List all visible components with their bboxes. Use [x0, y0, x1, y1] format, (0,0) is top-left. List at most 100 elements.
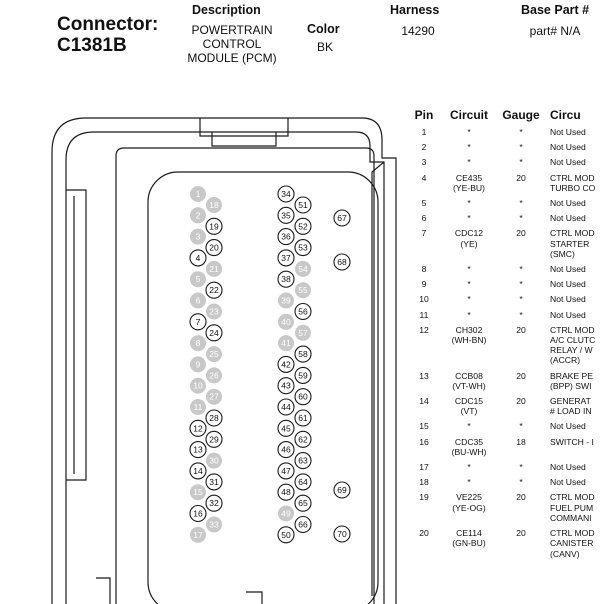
pin-cavity-unused	[206, 260, 222, 277]
pin-number-label: 33	[209, 520, 219, 530]
pin-cavity-area	[147, 171, 379, 604]
pin-number-label: 36	[281, 232, 291, 242]
pin-number-label: 35	[281, 210, 291, 220]
pin-55: 55	[295, 282, 311, 299]
pin-number-label: 9	[196, 359, 201, 369]
pin-47: 47	[277, 462, 295, 480]
pin-number-label: 26	[209, 370, 219, 380]
pin-cavity-used	[294, 217, 312, 235]
pin-63: 63	[294, 452, 312, 470]
connector-label: Connector:	[57, 14, 159, 35]
circuit-description: BRAKE PE (BPP) SWI	[550, 370, 593, 391]
pin-cavity-used	[333, 525, 351, 543]
pin-cavity-used	[294, 345, 312, 363]
pin-cavity-unused	[278, 335, 294, 352]
pin-cavity-unused	[190, 356, 206, 373]
pin-row: 6**Not Used	[408, 212, 604, 227]
circuit-code: *	[467, 477, 471, 488]
pin-10: 10	[190, 377, 206, 394]
pin-cavity-unused	[206, 346, 222, 363]
wire-gauge: *	[519, 264, 523, 275]
pin-number-label: 57	[298, 328, 308, 338]
pin-number: 9	[421, 279, 427, 290]
pin-number-label: 66	[298, 520, 308, 530]
wire-gauge: *	[519, 421, 523, 432]
circuit-description: CTRL MOD FUEL PUM COMMANI	[550, 492, 595, 523]
pin-33: 33	[206, 516, 222, 533]
pin-number: 14	[419, 396, 429, 407]
pin-number-label: 29	[209, 434, 219, 444]
pin-number: 7	[421, 228, 427, 239]
pin-cavity-used	[277, 526, 295, 544]
circuit-code: *	[467, 294, 471, 305]
circuit-code: *	[467, 421, 471, 432]
circuit-code: *	[467, 264, 471, 275]
pin-cavity-used	[189, 419, 207, 437]
pin-row: 18**Not Used	[408, 476, 604, 491]
pin-number: 13	[419, 370, 429, 381]
pin-34: 34	[277, 185, 295, 203]
pin-table-header-row: Pin Circuit Gauge Circu	[408, 108, 604, 126]
col-header-description: Circu	[550, 108, 581, 122]
pin-row: 17**Not Used	[408, 461, 604, 476]
pin-number-label: 64	[298, 477, 308, 487]
circuit-code: *	[467, 127, 471, 137]
pin-21: 21	[206, 260, 222, 277]
pin-5: 5	[190, 271, 206, 288]
pin-number-label: 19	[209, 221, 219, 231]
pin-number: 19	[419, 492, 429, 503]
circuit-code: CCB08 (VT-WH)	[452, 370, 486, 391]
pin-row: 3**Not Used	[408, 156, 604, 171]
pin-number-label: 22	[209, 285, 219, 295]
pin-cavity-unused	[295, 324, 311, 341]
pin-number-label: 47	[281, 466, 291, 476]
pin-cavity-used	[205, 494, 223, 512]
col-header-gauge: Gauge	[502, 108, 540, 122]
color-label: Color	[307, 22, 340, 36]
pin-number-label: 37	[281, 253, 291, 263]
pin-64: 64	[294, 473, 312, 491]
pin-cavity-used	[189, 313, 207, 331]
pin-number-label: 45	[281, 423, 291, 433]
pin-number: 8	[421, 264, 427, 275]
pin-48: 48	[277, 483, 295, 501]
pin-41: 41	[278, 335, 294, 352]
pin-cavity-used	[277, 441, 295, 459]
pin-66: 66	[294, 515, 312, 534]
pin-cavity-unused	[206, 388, 222, 405]
pin-number-label: 34	[281, 189, 291, 199]
wire-gauge: 20	[516, 324, 526, 335]
pin-cavity-unused	[278, 313, 294, 330]
wire-gauge: *	[519, 477, 523, 488]
pin-1: 1	[190, 186, 206, 202]
pin-30: 30	[206, 452, 222, 469]
pin-45: 45	[277, 419, 295, 437]
circuit-code: CDC35 (BU-WH)	[451, 436, 487, 457]
circuit-description: Not Used	[550, 421, 586, 432]
pin-31: 31	[205, 473, 223, 491]
pin-53: 53	[294, 239, 312, 257]
circuit-code: *	[467, 198, 471, 209]
base-part-label: Base Part #	[521, 3, 590, 17]
pin-69: 69	[333, 481, 351, 499]
pin-number-label: 49	[281, 509, 291, 519]
pin-number-label: 13	[193, 445, 203, 455]
circuit-code: *	[467, 142, 471, 153]
pin-62: 62	[294, 430, 312, 448]
pin-row: 10**Not Used	[408, 293, 604, 308]
pin-8: 8	[190, 335, 206, 352]
col-header-circuit: Circuit	[449, 108, 488, 122]
pin-67: 67	[333, 209, 351, 227]
wire-gauge: *	[519, 198, 523, 209]
pin-number-label: 30	[209, 456, 219, 466]
circuit-description: GENERAT # LOAD IN	[550, 396, 592, 417]
circuit-description: Not Used	[550, 462, 586, 473]
pin-54: 54	[295, 260, 311, 277]
harness-value: 14290	[401, 24, 435, 38]
pin-cavity-used	[294, 494, 312, 512]
pin-number-label: 8	[196, 338, 201, 348]
